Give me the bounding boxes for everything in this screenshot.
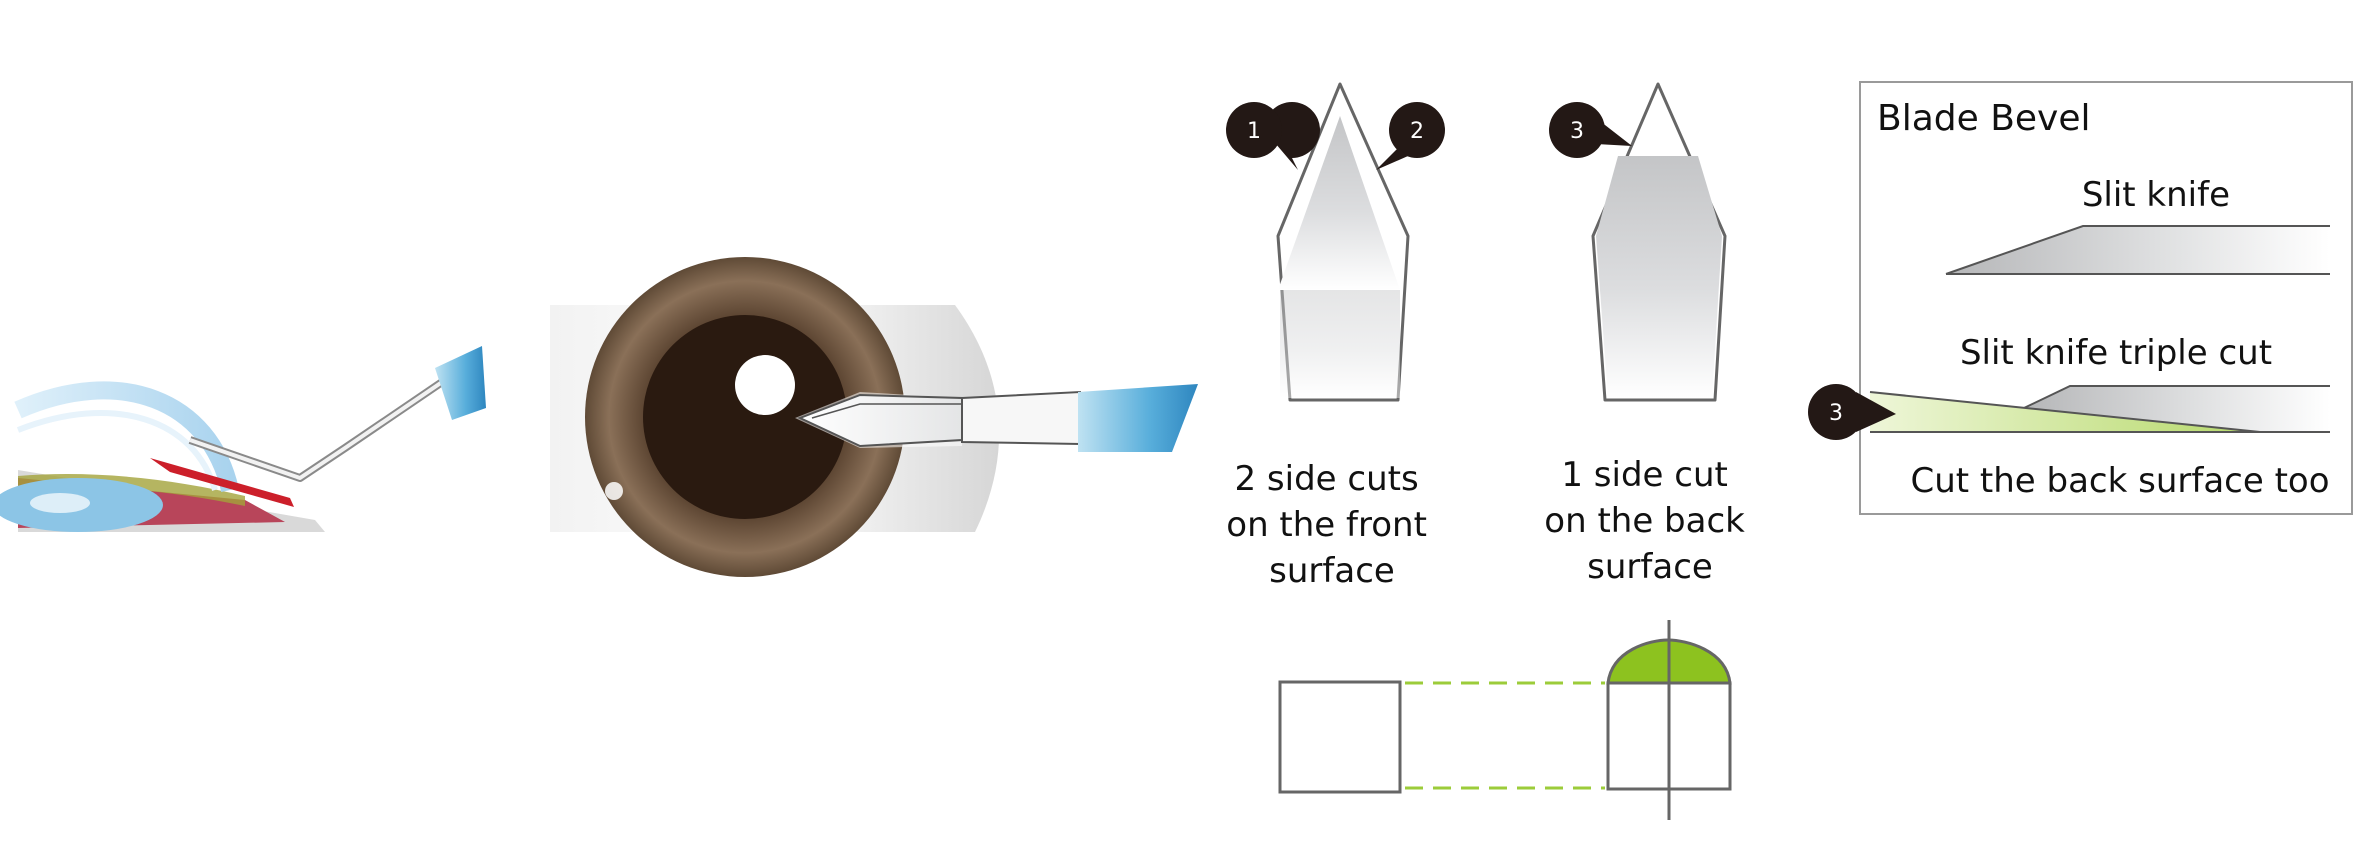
triple-cut-front-bevel (2024, 386, 2330, 432)
back-blade: 3 1 side cut on the back surface (1544, 82, 1755, 587)
eye-front-view-with-knife-icon (550, 257, 1198, 577)
back-surface-label: Cut the back surface too (1910, 461, 2329, 501)
eye-cross-section-with-knife-icon (0, 346, 486, 532)
bevel-box-frame (1859, 81, 2353, 515)
svg-text:2: 2 (1410, 119, 1424, 144)
front-blade-caption: 2 side cuts on the front surface (1226, 459, 1437, 591)
front-blade: 1 2 2 side cuts on the front surface (1226, 82, 1445, 591)
bevel-box-title: Blade Bevel (1877, 98, 2091, 139)
callout-1: 1 (1226, 102, 1320, 170)
slit-knife-label: Slit knife (2082, 175, 2230, 215)
svg-text:3: 3 (1570, 119, 1584, 144)
back-blade-caption: 1 side cut on the back surface (1544, 455, 1755, 587)
triple-cut-label: Slit knife triple cut (1960, 333, 2272, 373)
front-cross-section (1278, 680, 1402, 794)
svg-text:3: 3 (1829, 401, 1843, 426)
blade-bevel-box: Blade Bevel Slit knife Slit knife triple… (1808, 81, 2353, 515)
callout-3-back: 3 (1549, 102, 1632, 158)
slit-knife-bevel (1946, 226, 2330, 274)
callout-2: 2 (1376, 102, 1445, 170)
cross-section-comparison (1278, 620, 1732, 820)
svg-text:1: 1 (1247, 119, 1261, 144)
callout-3-bevel: 3 (1808, 384, 1896, 440)
